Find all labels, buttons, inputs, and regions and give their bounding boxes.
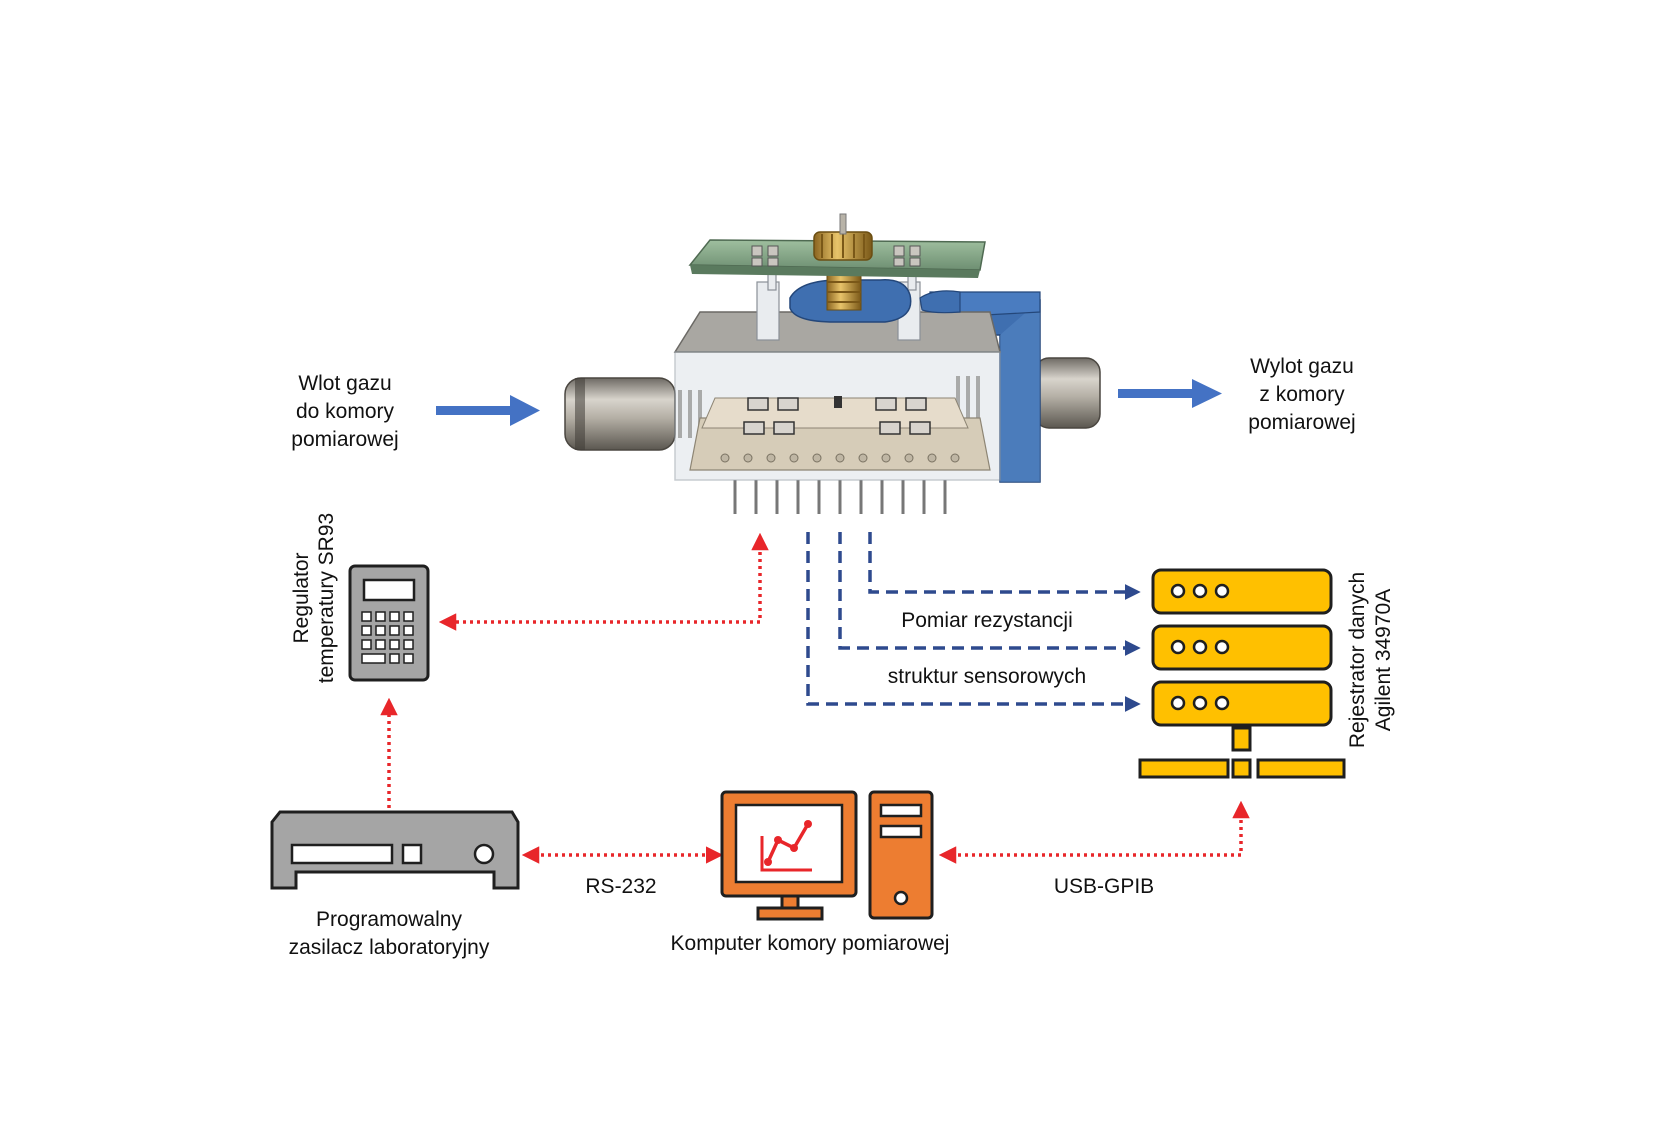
data-logger-label: Rejestrator danych Agilent 34970A [1346, 572, 1395, 748]
svg-text:pomiarowej: pomiarowej [1248, 411, 1355, 434]
link-resistance-2 [838, 532, 1141, 656]
chamber-body [674, 351, 1001, 481]
svg-text:Agilent 34970A: Agilent 34970A [1372, 589, 1395, 731]
link-chamber-regulator [438, 532, 769, 631]
computer-icon [720, 790, 934, 921]
svg-text:Wlot gazu: Wlot gazu [298, 372, 391, 395]
resistance-measurement-links [806, 532, 1141, 712]
link-resistance-3 [806, 532, 1141, 712]
svg-text:Regulator: Regulator [290, 552, 313, 643]
resistance-label-line1: Pomiar rezystancji [901, 609, 1073, 632]
temp-regulator-icon [348, 564, 430, 682]
svg-text:temperatury SR93: temperatury SR93 [315, 513, 338, 683]
svg-text:Programowalny: Programowalny [316, 908, 462, 931]
svg-text:z komory: z komory [1259, 383, 1345, 406]
gas-outlet-arrow [1118, 379, 1222, 408]
svg-text:Rejestrator danych: Rejestrator danych [1346, 572, 1369, 748]
data-logger-icon [1138, 568, 1346, 779]
svg-text:zasilacz laboratoryjny: zasilacz laboratoryjny [289, 936, 490, 959]
resistance-label-line2: struktur sensorowych [888, 665, 1086, 688]
power-supply-label: Programowalny zasilacz laboratoryjny [289, 908, 490, 959]
svg-text:Wylot gazu: Wylot gazu [1250, 355, 1354, 378]
temp-regulator-label: Regulator temperatury SR93 [290, 513, 338, 683]
chamber-pins [733, 480, 947, 514]
measurement-chamber [564, 213, 1101, 514]
inlet-label: Wlot gazu do komory pomiarowej [291, 372, 398, 451]
rs232-label: RS-232 [585, 875, 656, 898]
usb-gpib-label: USB-GPIB [1054, 875, 1154, 898]
blue-bracket [929, 291, 1041, 483]
control-links [380, 532, 1250, 864]
svg-text:do komory: do komory [296, 400, 395, 423]
brass-knob [813, 213, 873, 261]
power-supply-icon [270, 810, 520, 890]
svg-text:pomiarowej: pomiarowej [291, 428, 398, 451]
computer-label: Komputer komory pomiarowej [671, 932, 950, 955]
link-resistance-1 [868, 532, 1141, 600]
link-usb-gpib [938, 800, 1250, 864]
outlet-label: Wylot gazu z komory pomiarowej [1248, 355, 1355, 434]
gas-inlet-arrow [436, 395, 540, 426]
